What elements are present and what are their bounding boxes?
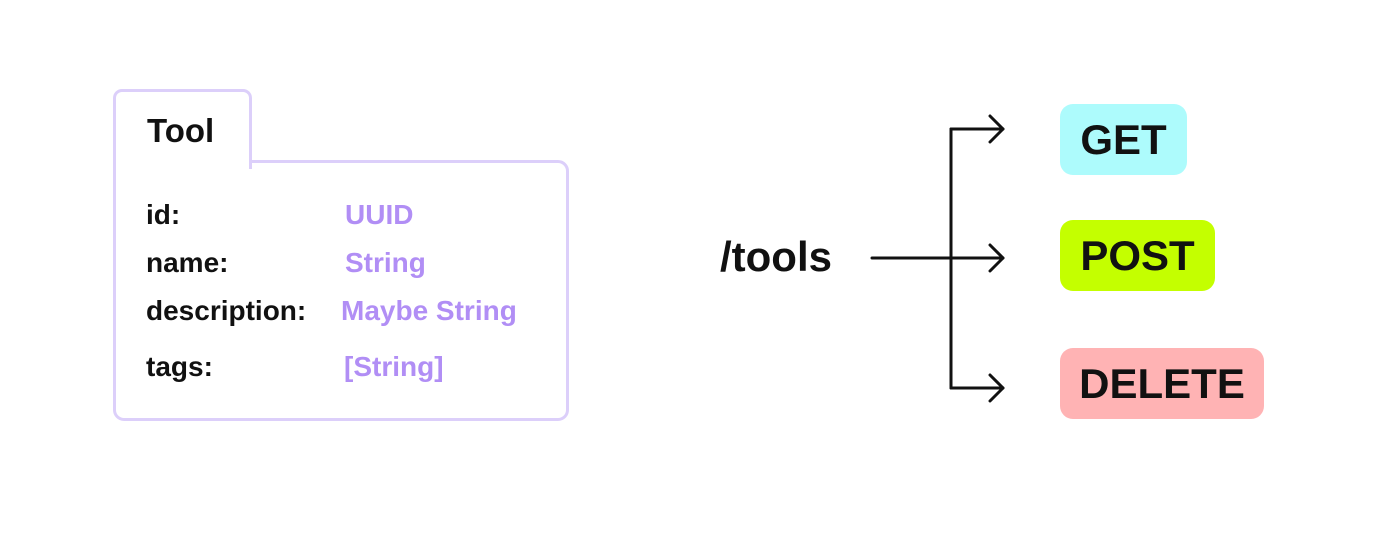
field-type-name: String bbox=[345, 247, 426, 278]
model-fields-box: id: UUID name: String description: Maybe… bbox=[113, 160, 569, 421]
tool-model-card: Tool id: UUID name: String description: … bbox=[113, 89, 569, 421]
tab-join bbox=[116, 160, 249, 166]
field-type-id: UUID bbox=[345, 199, 414, 230]
method-badge-delete: DELETE bbox=[1060, 348, 1264, 419]
field-type-tags: [String] bbox=[344, 351, 444, 382]
field-type-description: Maybe String bbox=[341, 295, 517, 326]
field-name-name: name: bbox=[146, 247, 229, 278]
field-name-description: description: bbox=[146, 295, 307, 326]
model-title-tab: Tool bbox=[113, 89, 252, 169]
arrowhead-get-icon bbox=[988, 114, 1005, 144]
arrowhead-post-icon bbox=[988, 243, 1005, 273]
method-badge-get: GET bbox=[1060, 104, 1187, 175]
model-title: Tool bbox=[147, 112, 215, 149]
arrowhead-delete-icon bbox=[988, 373, 1005, 403]
field-name-id: id: bbox=[146, 199, 181, 230]
route-connector bbox=[870, 114, 1005, 403]
method-badge-post: POST bbox=[1060, 220, 1215, 291]
field-name-tags: tags: bbox=[146, 351, 213, 382]
route-path: /tools bbox=[720, 233, 832, 280]
